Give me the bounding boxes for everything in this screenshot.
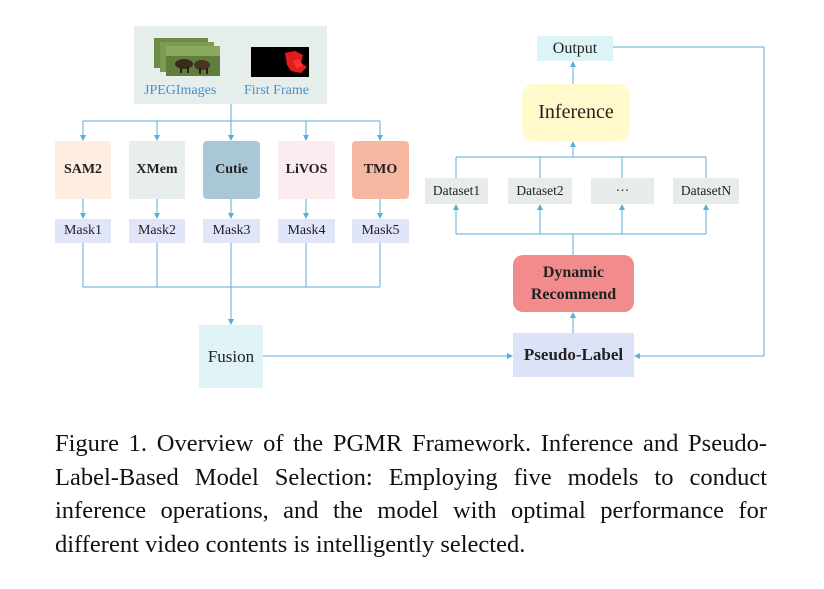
mask-label: Mask3 <box>212 223 251 238</box>
mask-label: Mask5 <box>361 223 400 238</box>
connector-lines <box>80 46 765 359</box>
first-frame-thumbnail <box>251 47 309 77</box>
mask-label: Mask2 <box>137 223 177 238</box>
dataset-label: Dataset1 <box>432 183 481 198</box>
first-frame-label: First Frame <box>244 83 309 98</box>
dataset-label: Dataset2 <box>516 183 564 198</box>
mask-label: Mask1 <box>63 223 103 238</box>
mask1-box: Mask1 <box>55 219 111 243</box>
dynamic-recommend-line2: Recommend <box>530 285 617 303</box>
pseudo-label-box: Pseudo-Label <box>513 333 634 377</box>
dynamic-recommend-line1: Dynamic <box>542 263 605 281</box>
mask5-box: Mask5 <box>352 219 409 243</box>
model-tmo-box: TMO <box>352 141 409 199</box>
dataset-ellipsis-box: ··· <box>591 178 654 204</box>
dataset-label: DatasetN <box>680 183 732 198</box>
mask-label: Mask4 <box>287 223 326 238</box>
model-name: Cutie <box>215 162 248 177</box>
datasetn-box: DatasetN <box>673 178 739 204</box>
model-name: XMem <box>136 162 178 177</box>
model-name: LiVOS <box>285 162 328 177</box>
mask3-box: Mask3 <box>203 219 260 243</box>
output-box: Output <box>537 36 613 61</box>
jpeg-images-label: JPEGImages <box>144 83 217 98</box>
pseudo-label-text: Pseudo-Label <box>523 345 624 364</box>
model-xmem-box: XMem <box>129 141 185 199</box>
dynamic-recommend-box: Dynamic Recommend <box>513 255 634 312</box>
inference-box: Inference <box>522 84 630 141</box>
fusion-label: Fusion <box>207 346 255 366</box>
model-sam2-box: SAM2 <box>55 141 111 199</box>
dataset1-box: Dataset1 <box>425 178 488 204</box>
dataset2-box: Dataset2 <box>508 178 572 204</box>
figure-caption: Figure 1. Overview of the PGMR Framework… <box>55 430 767 558</box>
jpeg-images-thumbnail <box>154 38 220 76</box>
mask4-box: Mask4 <box>278 219 335 243</box>
fusion-box: Fusion <box>199 325 263 388</box>
mask2-box: Mask2 <box>129 219 185 243</box>
model-name: SAM2 <box>63 162 103 177</box>
model-cutie-box: Cutie <box>203 141 260 199</box>
input-panel: JPEGImages First Frame <box>134 26 327 104</box>
model-name: TMO <box>363 162 398 177</box>
model-livos-box: LiVOS <box>278 141 335 199</box>
inference-label: Inference <box>538 101 614 123</box>
output-label: Output <box>552 39 598 57</box>
dataset-label: ··· <box>615 183 630 198</box>
